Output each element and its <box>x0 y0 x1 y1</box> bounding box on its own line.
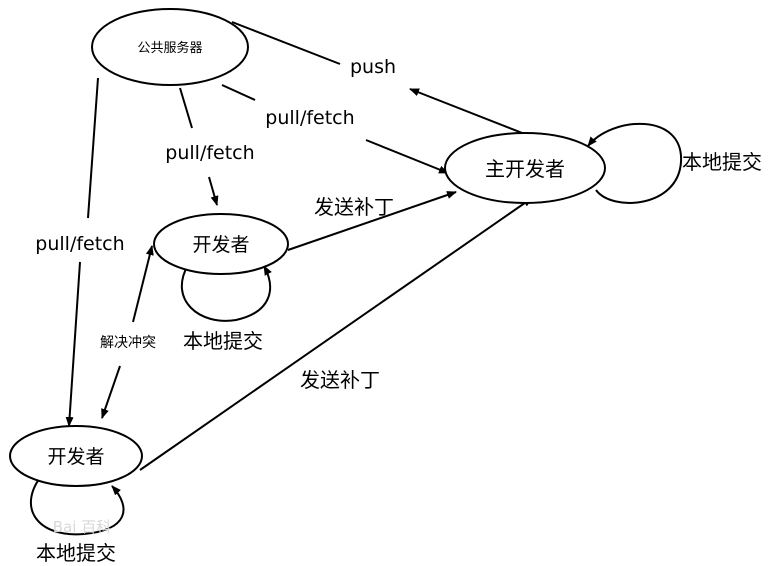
label-pull-fetch-bottom: pull/fetch <box>35 233 124 255</box>
label-local-commit-middle: 本地提交 <box>183 329 263 353</box>
label-pull-fetch-middle: pull/fetch <box>165 142 254 164</box>
edge-push <box>409 88 536 139</box>
node-developer-middle-label: 开发者 <box>192 234 249 256</box>
edge-resolve-conflict <box>101 365 121 419</box>
label-send-patch-middle: 发送补丁 <box>314 195 394 219</box>
edge-pull-fetch-bottom <box>87 77 99 219</box>
node-developer-bottom-label: 开发者 <box>47 446 104 468</box>
node-main-developer-label: 主开发者 <box>485 157 565 181</box>
node-public-server: 公共服务器 <box>91 8 249 86</box>
label-pull-fetch-main: pull/fetch <box>265 107 354 129</box>
label-local-commit-main: 本地提交 <box>682 150 762 174</box>
label-push: push <box>350 56 396 78</box>
label-local-commit-bottom: 本地提交 <box>36 541 116 565</box>
edge-pull-fetch-middle <box>179 87 193 129</box>
edge-pull-fetch-bottom <box>65 261 81 427</box>
edge-pull-fetch-main <box>365 139 449 174</box>
edge-send-patch-middle <box>287 191 457 251</box>
self-loop-developer-bottom <box>30 474 125 536</box>
edge-push <box>231 21 341 65</box>
node-developer-bottom: 开发者 <box>9 425 143 487</box>
self-loop-main-developer <box>587 122 683 204</box>
node-public-server-label: 公共服务器 <box>137 40 202 56</box>
label-send-patch-bottom: 发送补丁 <box>300 368 380 392</box>
self-loop-developer-middle <box>180 264 272 322</box>
edge-resolve-conflict <box>132 245 154 323</box>
baike-watermark: Bai 百科 <box>53 518 111 536</box>
label-resolve-conflict: 解决冲突 <box>100 335 156 351</box>
edge-pull-fetch-main <box>221 84 256 101</box>
node-main-developer: 主开发者 <box>444 132 606 204</box>
node-developer-middle: 开发者 <box>153 213 289 275</box>
edge-pull-fetch-middle <box>208 176 219 206</box>
edge-send-patch-bottom <box>139 197 533 471</box>
